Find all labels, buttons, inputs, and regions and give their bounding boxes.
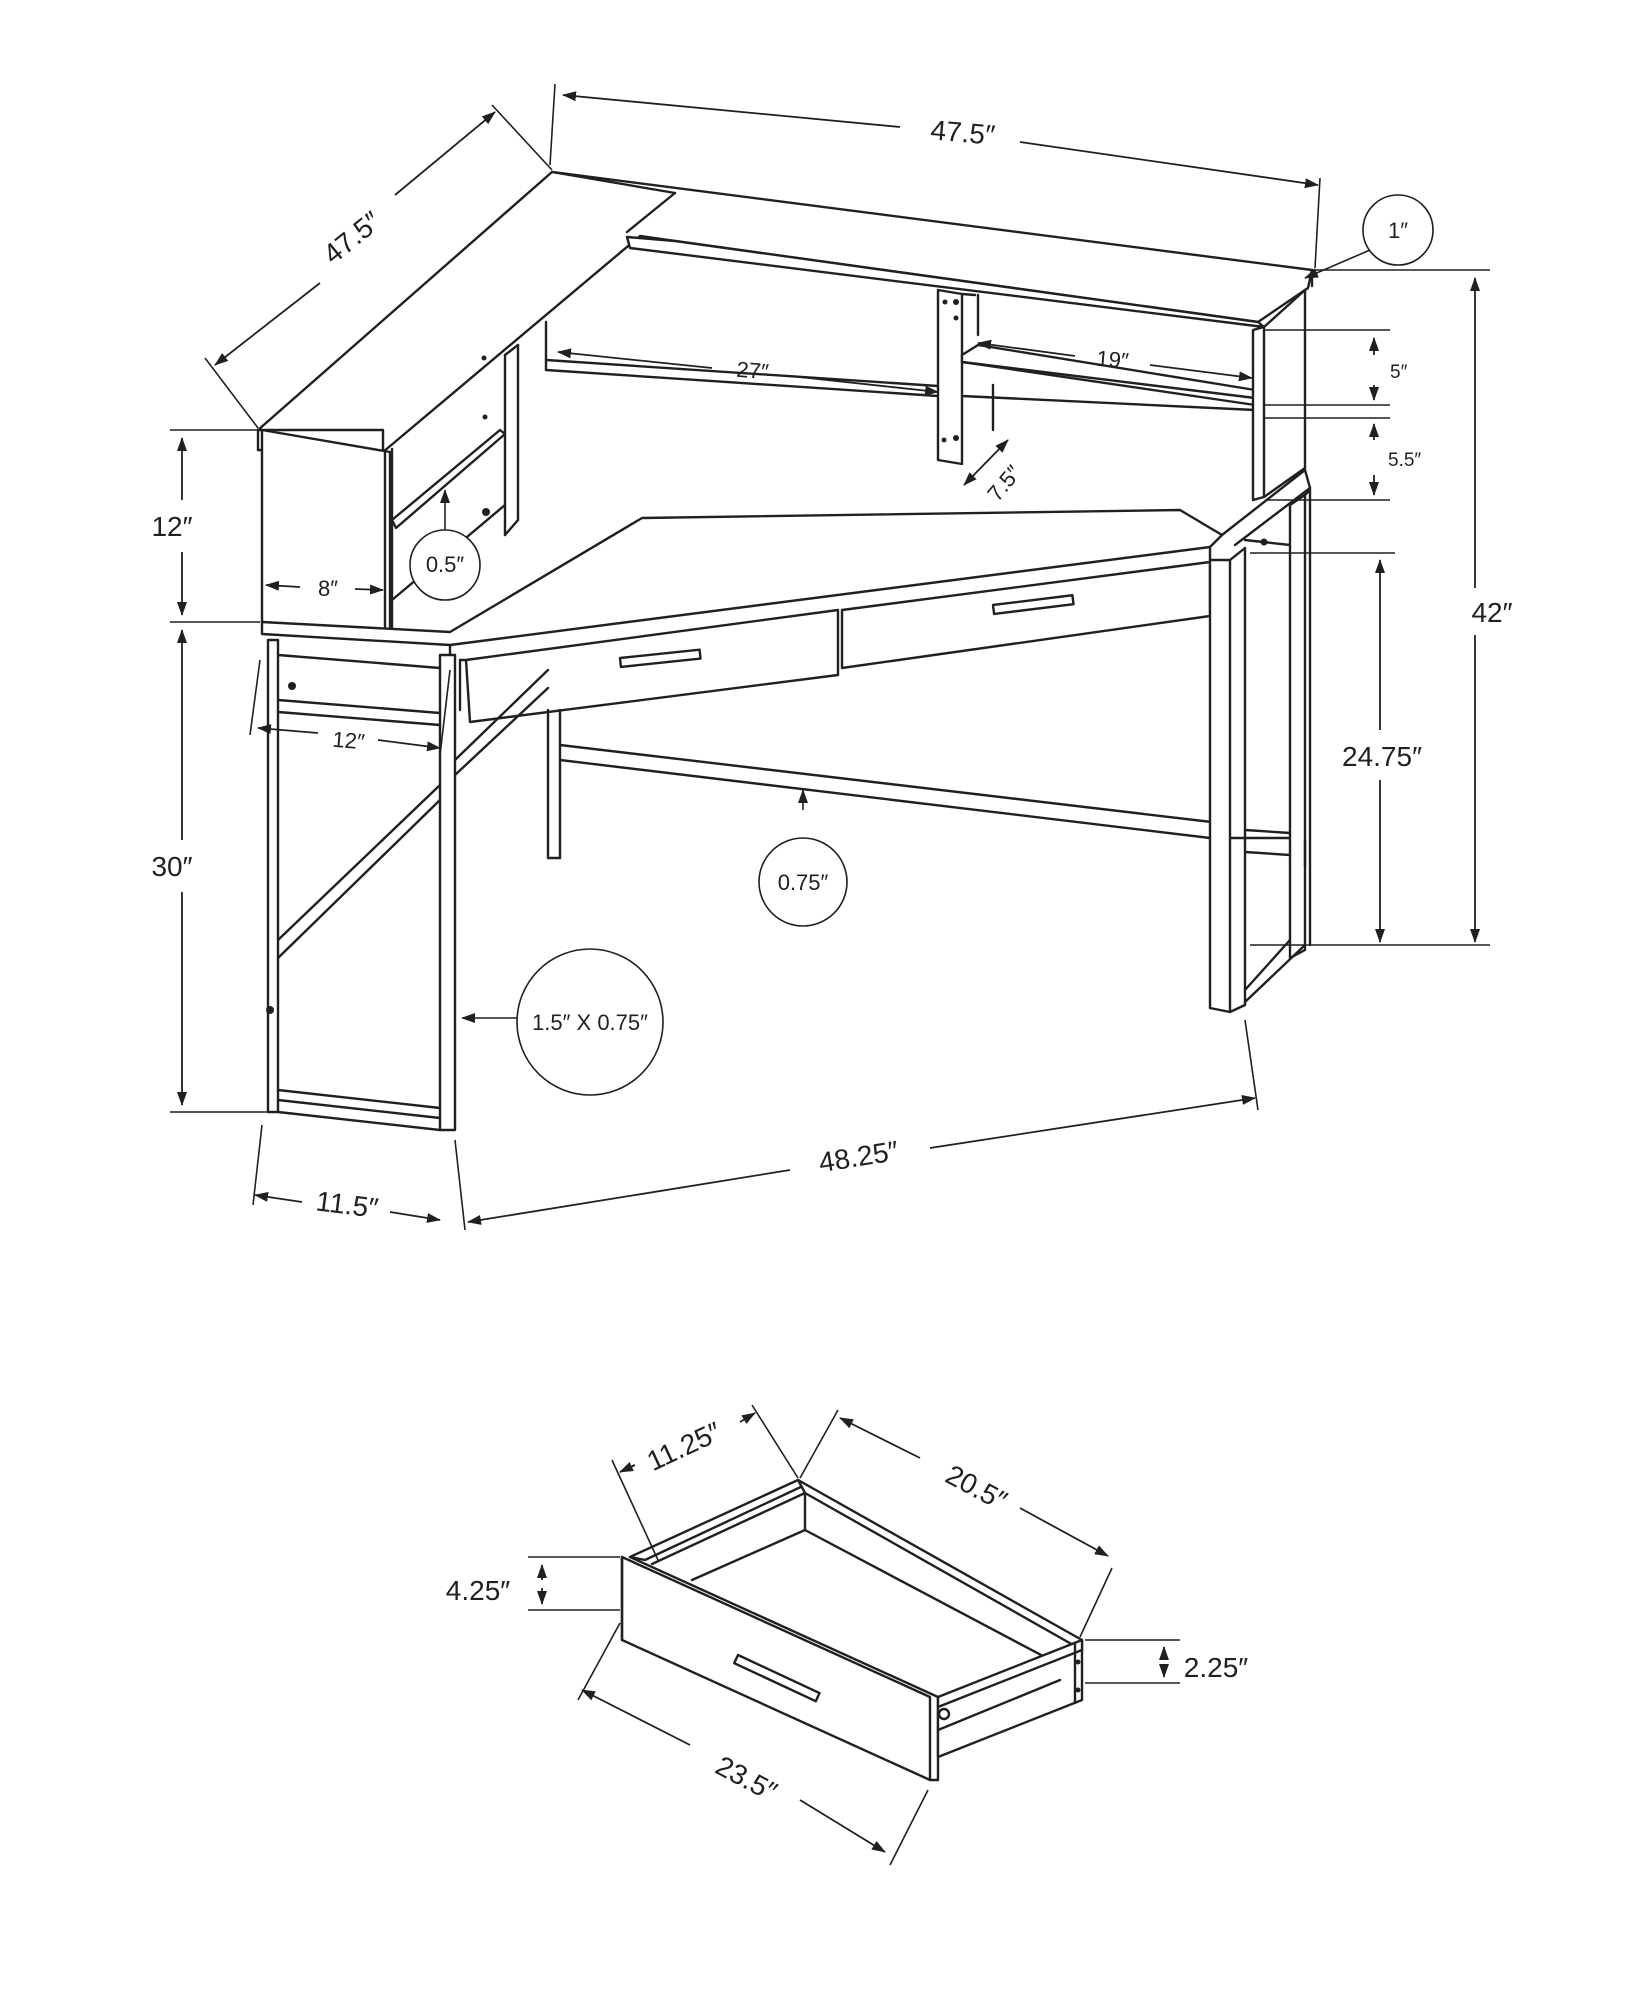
label-drawer-front-height: 4.25″ <box>446 1575 510 1606</box>
center-stretcher <box>558 743 1292 840</box>
callout-0-5-inch <box>409 529 481 601</box>
label-hutch-side-depth: 8″ <box>318 576 338 601</box>
label-desk-height: 30″ <box>151 851 192 882</box>
drawer-right-side <box>936 1638 1084 1759</box>
label-stretcher-thickness: 0.75″ <box>778 870 829 895</box>
callout-0-75-inch <box>758 837 848 927</box>
label-drawer-depth: 11.25″ <box>642 1416 726 1477</box>
label-hutch-opening-width: 27″ <box>735 357 770 385</box>
callout-leg-profile <box>516 948 664 1096</box>
right-leg-frame <box>1208 488 1312 1014</box>
drawer-drawing <box>620 1478 1084 1782</box>
drawer-dimension-labels: 11.25″ 20.5″ 4.25″ 2.25″ 23.5″ <box>446 1416 1248 1808</box>
hutch-left-end-panel <box>260 428 392 634</box>
label-top-thickness: 1″ <box>1388 218 1408 243</box>
label-leg-profile: 1.5″ X 0.75″ <box>532 1010 648 1035</box>
drawer-right-handle <box>991 594 1075 616</box>
label-drawer-side-height: 2.25″ <box>1184 1652 1248 1683</box>
drawer-front-handle <box>732 1653 821 1703</box>
label-top-width-right: 47.5″ <box>929 114 996 151</box>
label-shelf-upper-height: 5″ <box>1390 362 1408 383</box>
drawer-left-side <box>628 1478 807 1562</box>
label-side-depth: 11.5″ <box>314 1185 380 1223</box>
label-shelf-lower-height: 5.5″ <box>1388 450 1421 471</box>
left-leg-frame <box>266 638 562 1132</box>
desk-drawer-left <box>464 608 840 724</box>
label-hutch-depth: 7.5″ <box>982 460 1026 506</box>
label-knee-clearance: 24.75″ <box>1342 741 1422 772</box>
label-drawer-interior-length: 20.5″ <box>941 1459 1013 1517</box>
desk-dimension-lines <box>170 83 1490 1231</box>
desk-drawing <box>256 170 1314 1132</box>
label-hutch-shelf-width: 19″ <box>1095 346 1130 374</box>
label-leg-frame-width: 12″ <box>331 727 366 755</box>
hutch-top-front-edge <box>625 235 1266 329</box>
drawer-back <box>796 1478 1084 1652</box>
label-total-height: 42″ <box>1471 597 1512 628</box>
callout-1-inch <box>1362 194 1434 266</box>
hutch-right-end-panel <box>1251 325 1266 502</box>
drawer-front-panel <box>620 1555 932 1782</box>
label-hutch-height: 12″ <box>151 511 192 542</box>
label-panel-thickness: 0.5″ <box>426 552 465 577</box>
label-front-width: 48.25″ <box>817 1135 901 1178</box>
label-drawer-front-length: 23.5″ <box>711 1750 783 1808</box>
drawer-dimension-lines <box>528 1404 1180 1866</box>
drawer-left-handle <box>618 648 702 669</box>
hutch-center-divider <box>936 288 964 466</box>
label-top-width-left: 47.5″ <box>317 205 387 270</box>
